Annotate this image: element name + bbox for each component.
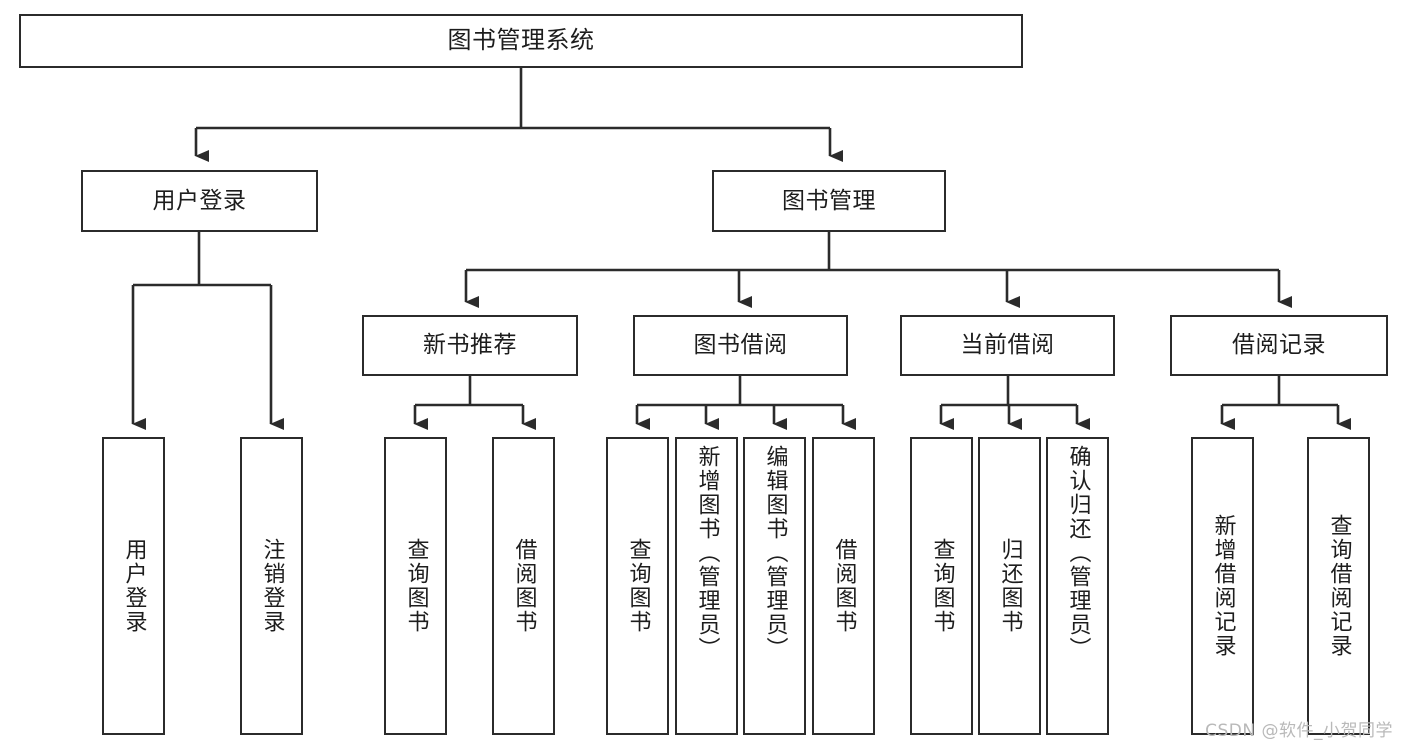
node-leaf-add-book-label: 新增图书（管理员） (694, 445, 720, 661)
node-leaf-borrow-book-1-label: 借阅图书 (511, 538, 537, 634)
node-root-system-label: 图书管理系统 (447, 26, 595, 55)
node-leaf-query-book-1[interactable]: 查询图书 (384, 437, 447, 735)
node-leaf-query-book-2-label: 查询图书 (625, 538, 651, 634)
node-leaf-query-book-3[interactable]: 查询图书 (910, 437, 973, 735)
node-leaf-add-book[interactable]: 新增图书（管理员） (675, 437, 738, 735)
node-current-borrow-label: 当前借阅 (960, 332, 1055, 359)
node-leaf-add-record[interactable]: 新增借阅记录 (1191, 437, 1254, 735)
node-leaf-query-book-2[interactable]: 查询图书 (606, 437, 669, 735)
node-leaf-user-login[interactable]: 用户登录 (102, 437, 165, 735)
csdn-watermark: CSDN @软件_小贺同学 (1205, 721, 1393, 741)
node-borrow-record[interactable]: 借阅记录 (1170, 315, 1388, 376)
node-new-book-recommend-label: 新书推荐 (423, 332, 517, 359)
node-user-login[interactable]: 用户登录 (81, 170, 318, 232)
node-new-book-recommend[interactable]: 新书推荐 (362, 315, 578, 376)
node-book-borrow[interactable]: 图书借阅 (633, 315, 848, 376)
node-book-management[interactable]: 图书管理 (712, 170, 946, 232)
node-leaf-edit-book-label: 编辑图书（管理员） (762, 445, 788, 661)
node-leaf-borrow-book-2[interactable]: 借阅图书 (812, 437, 875, 735)
node-book-borrow-label: 图书借阅 (693, 332, 788, 359)
node-leaf-logout[interactable]: 注销登录 (240, 437, 303, 735)
node-leaf-query-record[interactable]: 查询借阅记录 (1307, 437, 1370, 735)
node-leaf-confirm-return[interactable]: 确认归还（管理员） (1046, 437, 1109, 735)
node-leaf-query-record-label: 查询借阅记录 (1326, 514, 1352, 658)
node-root-system[interactable]: 图书管理系统 (19, 14, 1023, 68)
node-borrow-record-label: 借阅记录 (1232, 332, 1326, 359)
node-leaf-edit-book[interactable]: 编辑图书（管理员） (743, 437, 806, 735)
node-user-login-label: 用户登录 (152, 187, 247, 214)
node-leaf-query-book-3-label: 查询图书 (929, 538, 955, 634)
node-leaf-borrow-book-2-label: 借阅图书 (831, 538, 857, 634)
node-leaf-return-book-label: 归还图书 (997, 538, 1023, 634)
node-leaf-return-book[interactable]: 归还图书 (978, 437, 1041, 735)
node-leaf-user-login-label: 用户登录 (121, 538, 147, 634)
node-book-management-label: 图书管理 (782, 187, 876, 214)
node-leaf-query-book-1-label: 查询图书 (403, 538, 429, 634)
node-leaf-confirm-return-label: 确认归还（管理员） (1065, 445, 1091, 661)
node-leaf-logout-label: 注销登录 (259, 538, 285, 634)
node-current-borrow[interactable]: 当前借阅 (900, 315, 1115, 376)
node-leaf-add-record-label: 新增借阅记录 (1210, 514, 1236, 658)
node-leaf-borrow-book-1[interactable]: 借阅图书 (492, 437, 555, 735)
